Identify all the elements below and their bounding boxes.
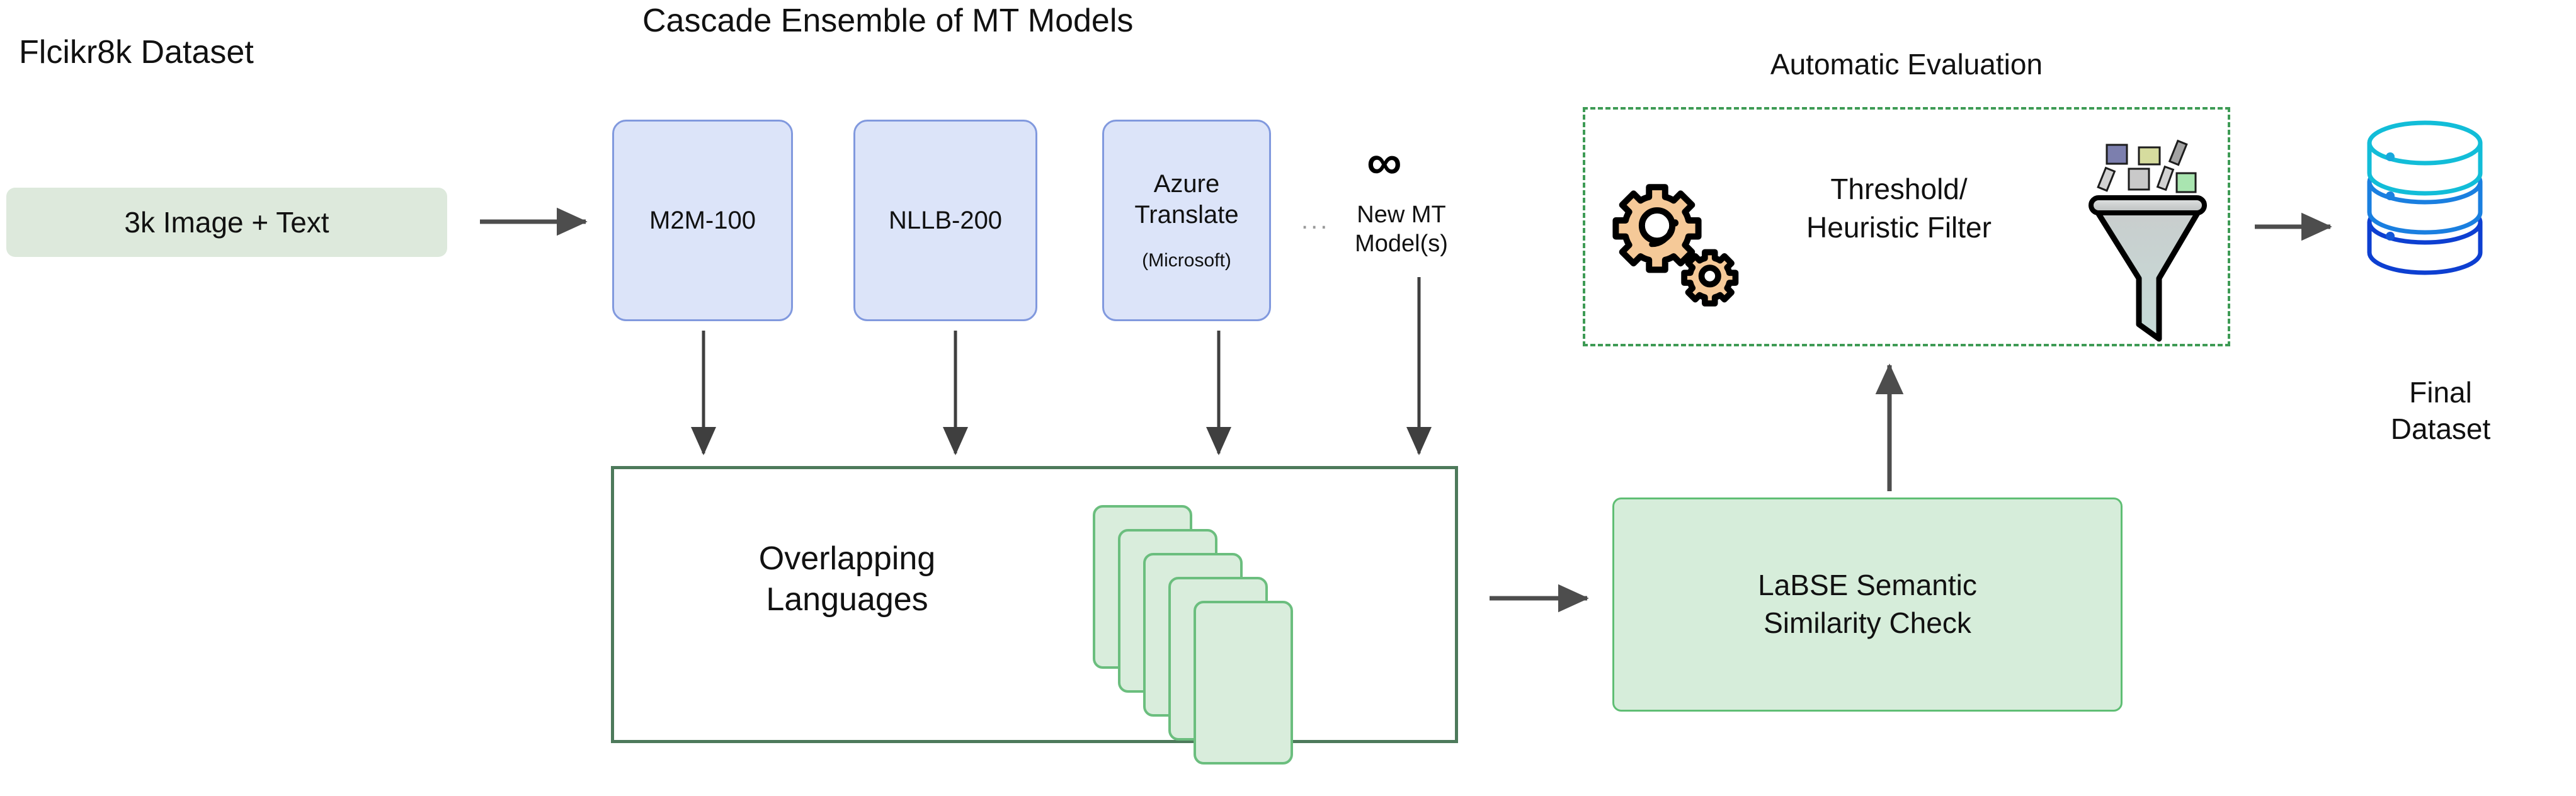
mt-model-box-azure[interactable]: Azure Translate (Microsoft): [1102, 120, 1271, 321]
evaluation-section-title: Automatic Evaluation: [1770, 48, 2043, 81]
ellipsis-icon: ...: [1301, 207, 1330, 234]
source-dataset-box[interactable]: 3k Image + Text: [6, 188, 447, 257]
overlapping-languages-label: Overlapping Languages: [671, 538, 1023, 620]
threshold-filter-label-line1: Threshold/: [1830, 173, 1968, 205]
overlapping-languages-box[interactable]: Overlapping Languages: [611, 466, 1458, 765]
threshold-filter-label-line2: Heuristic Filter: [1806, 210, 1992, 244]
mt-model-box-nllb200[interactable]: NLLB-200: [853, 120, 1037, 321]
mt-model-label-azure-sub: (Microsoft): [1142, 249, 1231, 271]
labse-label-line1: LaBSE Semantic: [1758, 569, 1977, 602]
overlapping-languages-label-line1: Overlapping: [758, 540, 936, 577]
mt-model-label-azure-line1: Azure: [1153, 169, 1220, 198]
threshold-filter-label: Threshold/ Heuristic Filter: [1745, 170, 2053, 246]
source-dataset-label: 3k Image + Text: [124, 206, 329, 239]
labse-label-line2: Similarity Check: [1764, 606, 1971, 639]
overlapping-languages-label-line2: Languages: [766, 581, 928, 618]
cascade-section-title: Cascade Ensemble of MT Models: [642, 3, 1134, 39]
labse-similarity-box[interactable]: LaBSE Semantic Similarity Check: [1612, 498, 2123, 712]
mt-model-box-m2m100[interactable]: M2M-100: [612, 120, 793, 321]
new-mt-model-label-line2: Model(s): [1355, 230, 1448, 258]
new-mt-model-label-line1: New MT: [1357, 202, 1446, 228]
mt-model-label-nllb200: NLLB-200: [888, 206, 1003, 234]
final-dataset-label-line1: Final: [2409, 376, 2472, 409]
infinity-icon: ∞: [1367, 134, 1402, 190]
mt-model-label-m2m100: M2M-100: [649, 206, 756, 234]
final-dataset-label-line2: Dataset: [2390, 412, 2491, 445]
new-mt-model-label: New MT Model(s): [1329, 200, 1474, 259]
language-card: [1194, 601, 1293, 765]
source-section-title: Flcikr8k Dataset: [19, 34, 254, 71]
database-icon: [2367, 120, 2483, 275]
labse-label: LaBSE Semantic Similarity Check: [1758, 567, 1977, 642]
final-dataset-label: Final Dataset: [2343, 375, 2538, 447]
mt-model-label-azure-line2: Translate: [1134, 200, 1239, 229]
